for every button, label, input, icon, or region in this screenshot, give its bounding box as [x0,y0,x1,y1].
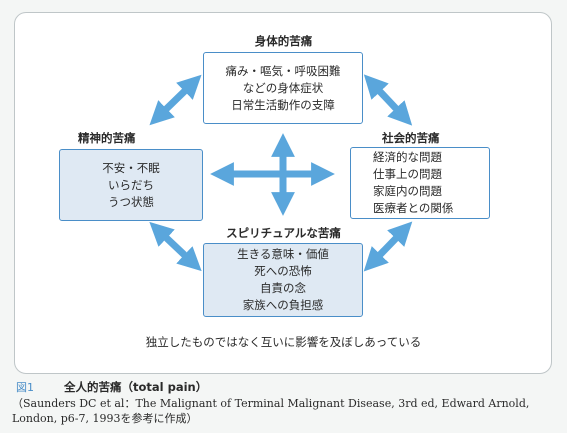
figure-label: 図1 [16,381,34,394]
social-line: 医療者との関係 [373,201,454,215]
social-line: 家庭内の問題 [373,184,442,198]
spiritual-line: 家族への負担感 [242,298,324,312]
arrow-social-spiritual [363,221,413,272]
physical-title: 身体的苦痛 [254,34,313,48]
spiritual-box: 生きる意味・価値 死への恐怖 自責の念 家族への負担感 [203,243,363,317]
physical-line: などの身体症状 [242,80,324,95]
figure-title: 全人的苦痛（total pain） [64,380,208,394]
spiritual-line: 自責の念 [260,281,306,295]
physical-line: 痛み・嘔気・呼吸困難 [225,63,341,78]
spiritual-line: 死への恐怖 [254,264,312,278]
social-line: 経済的な問題 [373,150,442,164]
arrow-physical-mental [149,74,202,126]
mental-title: 精神的苦痛 [78,131,136,145]
social-title: 社会的苦痛 [382,131,440,145]
mental-line: 不安・不眠 [102,160,160,175]
social-line: 仕事上の問題 [373,167,442,181]
figure-source: （Saunders DC et al：The Malignant of Term… [12,397,530,425]
arrow-mental-spiritual [149,221,202,272]
spiritual-line: 生きる意味・価値 [237,247,329,261]
social-box: 経済的な問題 仕事上の問題 家庭内の問題 医療者との関係 [350,147,490,219]
spiritual-title: スピリチュアルな苦痛 [226,226,341,240]
arrow-physical-social [363,74,413,126]
mental-line: いらだち [108,177,154,192]
physical-box: 痛み・嘔気・呼吸困難 などの身体症状 日常生活動作の支障 [203,52,363,124]
mental-box: 不安・不眠 いらだち うつ状態 [59,149,203,221]
mental-line: うつ状態 [108,194,154,209]
interaction-note: 独立したものではなく互いに影響を及ぼしあっている [145,335,422,349]
physical-line: 日常生活動作の支障 [231,97,335,112]
